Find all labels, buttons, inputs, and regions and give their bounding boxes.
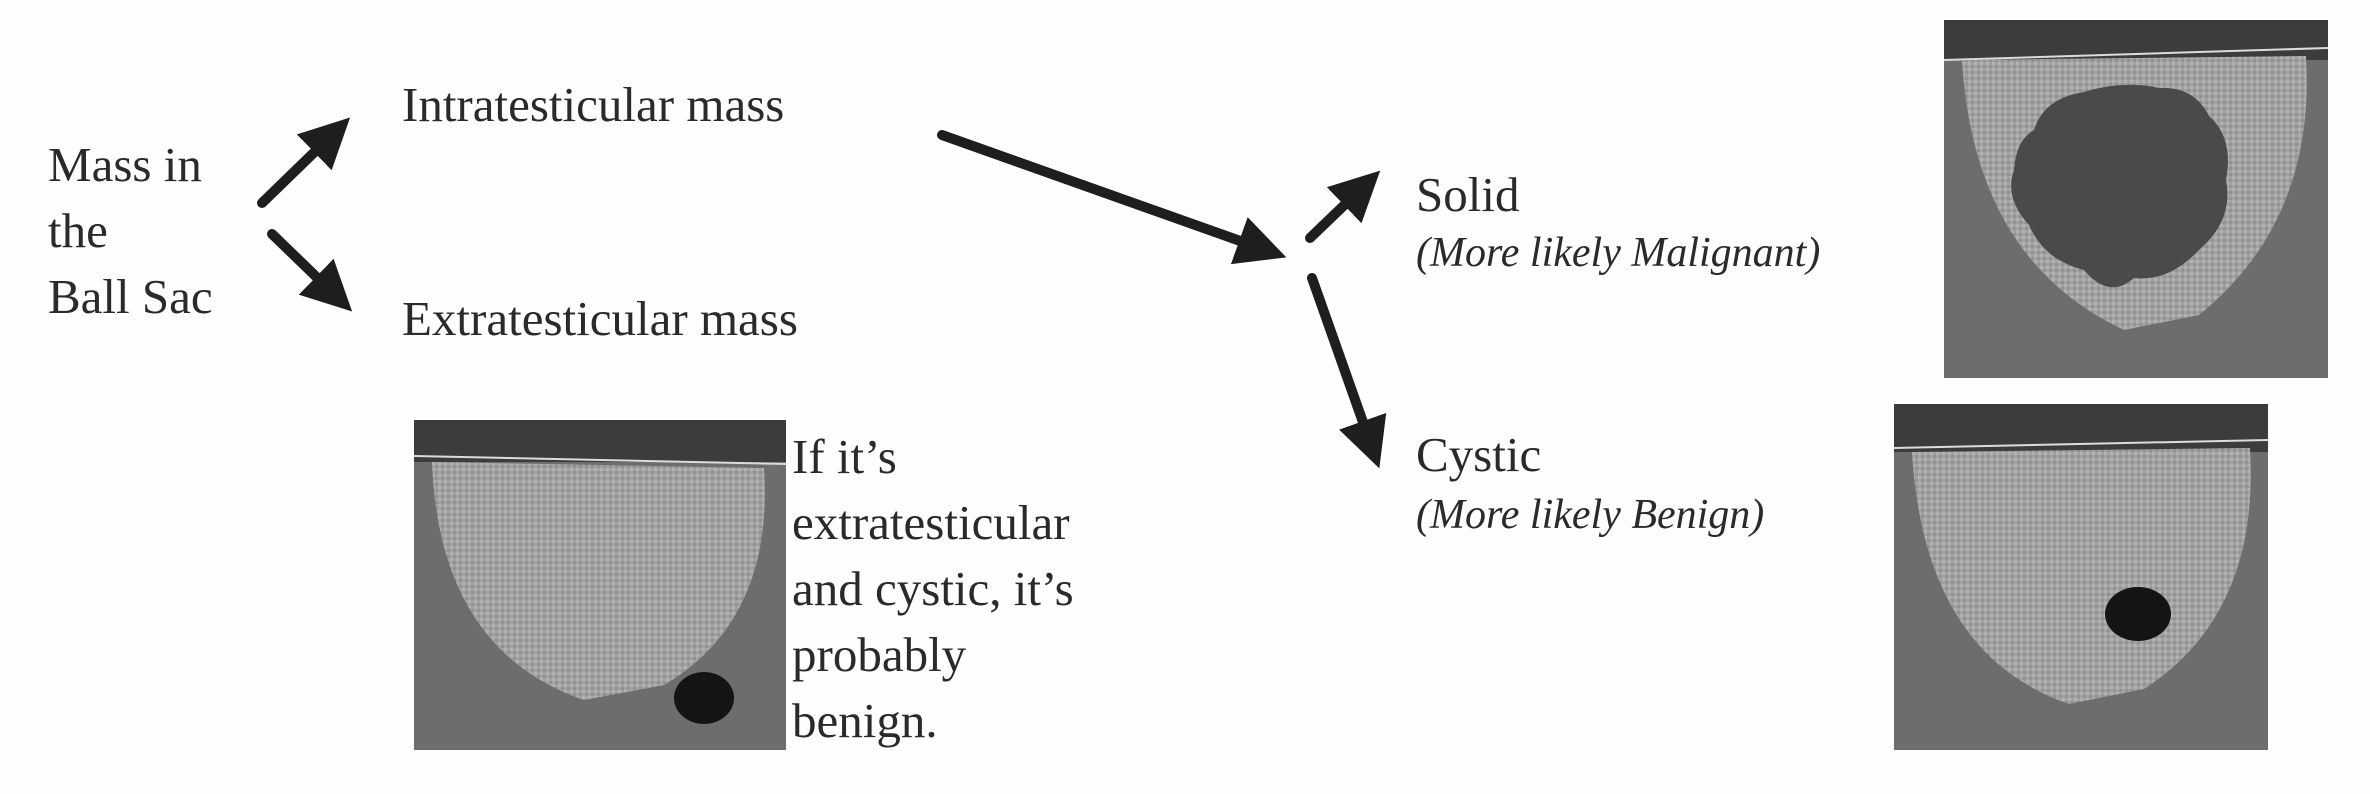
cystic-note: (More likely Benign): [1416, 492, 1765, 538]
arrow-to-extratesticular: [267, 229, 353, 312]
solid-label: Solid: [1416, 167, 1520, 222]
extratesticular-note-line-3: and cystic, it’s: [792, 561, 1074, 616]
root-label-line-3: Ball Sac: [48, 269, 213, 324]
intratesticular-lesion: [2105, 587, 2171, 641]
intratesticular-cyst-ultrasound: [1894, 404, 2268, 750]
solid-note: (More likely Malignant): [1416, 230, 1821, 276]
arrow-to-intratesticular: [257, 117, 351, 208]
intratesticular-label: Intratesticular mass: [402, 77, 785, 132]
cystic-label: Cystic: [1416, 427, 1542, 482]
arrow-to-solid: [1305, 170, 1381, 243]
extratesticular-note-line-5: benign.: [792, 693, 938, 748]
arrow-intratesticular-to-split: [937, 130, 1287, 265]
root-label-line-1: Mass in: [48, 137, 202, 192]
extratesticular-cyst-ultrasound: [414, 420, 786, 750]
extratesticular-note-line-1: If it’s: [792, 429, 897, 484]
root-label-line-2: the: [48, 203, 108, 258]
solid-lesion: [2011, 84, 2228, 288]
extratesticular-label: Extratesticular mass: [402, 291, 798, 346]
solid-mass-ultrasound: [1944, 20, 2328, 378]
extratesticular-lesion: [674, 672, 734, 724]
extratesticular-note-line-4: probably: [792, 627, 967, 682]
extratesticular-note-line-2: extratesticular: [792, 495, 1070, 550]
arrow-to-cystic: [1307, 273, 1387, 469]
